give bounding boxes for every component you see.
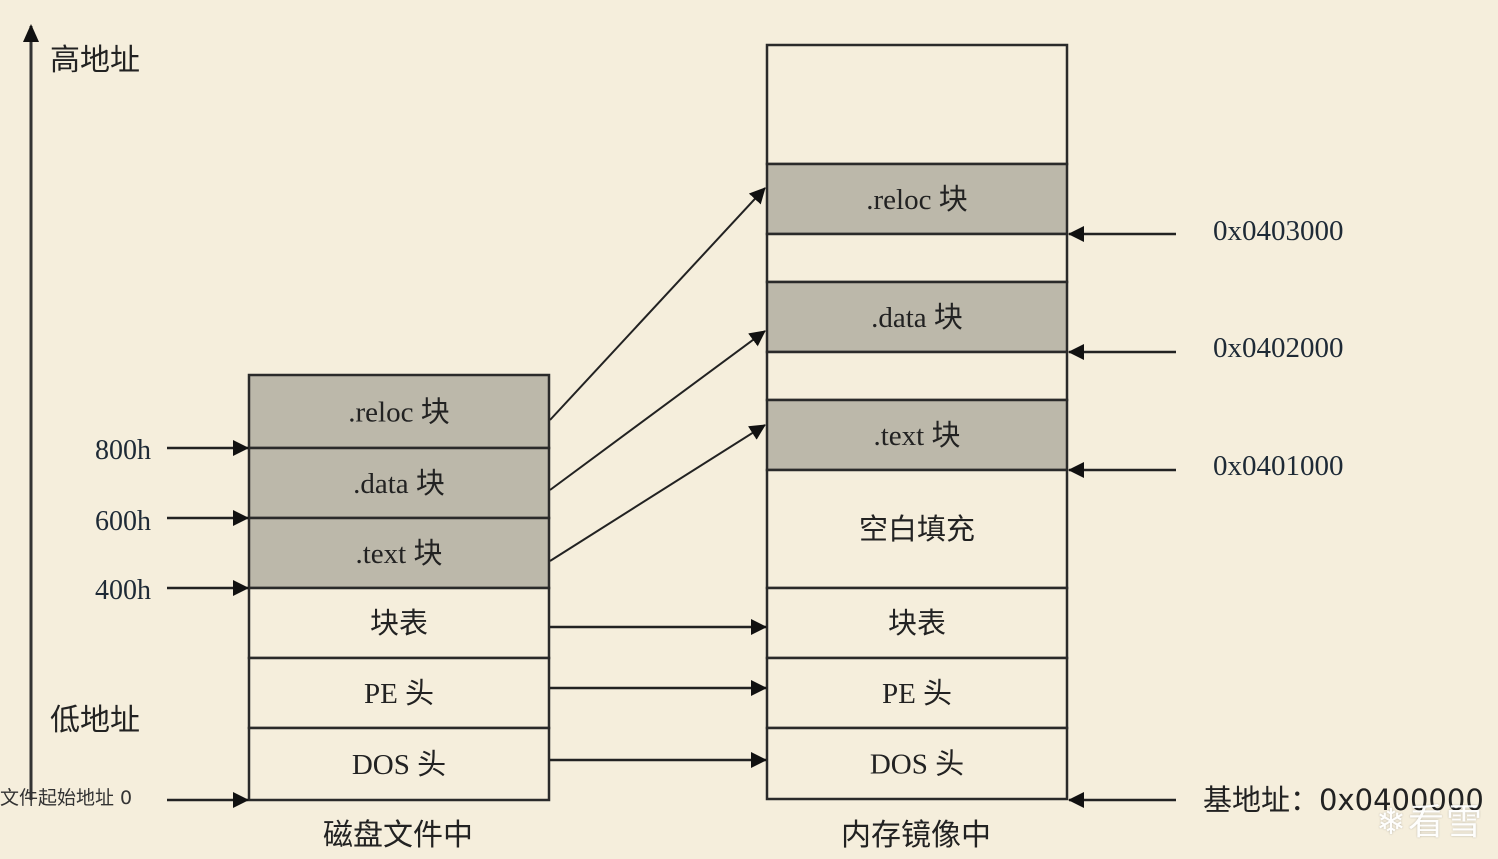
memory-caption: 内存镜像中 <box>841 818 991 853</box>
disk-block-label: .text 块 <box>356 538 443 570</box>
memory-block-label: DOS 头 <box>870 749 964 781</box>
disk-block-label: DOS 头 <box>352 749 446 781</box>
memory-block-3 <box>765 280 1069 354</box>
base-address-label: 基地址：0x0400000 <box>1203 783 1484 817</box>
memory-block-label: 块表 <box>888 607 946 640</box>
high-address-label: 高地址 <box>50 43 140 78</box>
disk-block-1 <box>247 446 551 520</box>
memory-block-label: PE 头 <box>882 678 952 710</box>
disk-caption: 磁盘文件中 <box>323 818 473 853</box>
file-start-label: 文件起始地址 0 <box>0 787 132 809</box>
address-0x0401000: 0x0401000 <box>1213 450 1344 482</box>
memory-block-label: .text 块 <box>874 420 961 452</box>
memory-block-0 <box>765 43 1069 166</box>
offset-600h: 600h <box>95 506 151 537</box>
address-0x0403000: 0x0403000 <box>1213 215 1344 247</box>
offset-400h: 400h <box>95 575 151 606</box>
memory-block-4 <box>765 350 1069 402</box>
memory-block-7 <box>765 586 1069 660</box>
memory-block-9 <box>765 726 1069 801</box>
disk-block-label: .data 块 <box>353 468 445 500</box>
memory-block-label: .reloc 块 <box>866 184 967 216</box>
memory-block-8 <box>765 656 1069 730</box>
disk-block-label: 块表 <box>370 607 428 640</box>
data-mapping-arrow <box>549 330 766 491</box>
offset-800h: 800h <box>95 435 151 466</box>
memory-block-5 <box>765 398 1069 472</box>
disk-block-3 <box>247 586 551 660</box>
reloc-mapping-arrow <box>549 187 766 421</box>
disk-block-label: PE 头 <box>364 678 434 710</box>
disk-block-5 <box>247 726 551 802</box>
mapping-arrows <box>549 187 767 768</box>
memory-block-1 <box>765 162 1069 236</box>
address-0x0402000: 0x0402000 <box>1213 332 1344 364</box>
text-mapping-arrow <box>549 424 766 562</box>
memory-block-2 <box>765 232 1069 284</box>
disk-offsets: 800h 600h 400h <box>95 435 249 606</box>
memory-block-6 <box>765 468 1069 590</box>
disk-block-label: .reloc 块 <box>348 397 449 429</box>
memory-addresses: 0x0403000 0x0402000 0x0401000 基地址：0x0400… <box>1068 215 1484 817</box>
memory-block-label: .data 块 <box>871 302 963 334</box>
watermark-kanxue: ❄看雪 <box>1375 802 1484 843</box>
address-axis: 高地址 低地址 <box>23 24 140 800</box>
memory-block-label: 空白填充 <box>859 513 975 546</box>
disk-file-column: .reloc 块 .data 块 .text 块块表 PE 头 DOS 头 <box>247 373 551 802</box>
low-address-label: 低地址 <box>50 703 140 738</box>
axis-arrow-up-icon <box>23 24 39 42</box>
disk-block-4 <box>247 656 551 730</box>
